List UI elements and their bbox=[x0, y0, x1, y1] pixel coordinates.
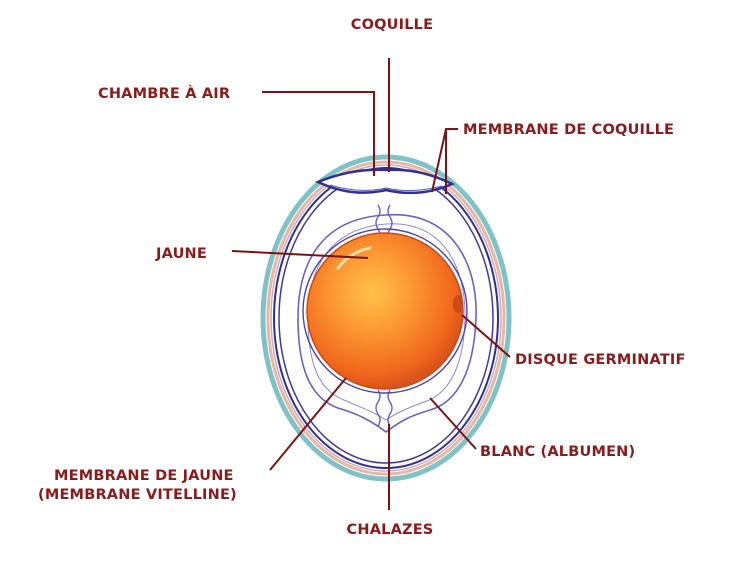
label-membrane-de-jaune-line2: (MEMBRANE VITELLINE) bbox=[38, 487, 237, 503]
label-jaune: JAUNE bbox=[155, 246, 207, 262]
germinal-disc bbox=[453, 295, 463, 313]
label-coquille: COQUILLE bbox=[351, 17, 433, 33]
label-chambre-a-air: CHAMBRE À AIR bbox=[98, 85, 230, 102]
label-chalazes: CHALAZES bbox=[347, 522, 434, 538]
label-membrane-de-coquille: MEMBRANE DE COQUILLE bbox=[463, 122, 674, 138]
label-disque-germinatif: DISQUE GERMINATIF bbox=[515, 352, 686, 368]
label-membrane-de-jaune-line1: MEMBRANE DE JAUNE bbox=[54, 468, 234, 484]
label-blanc: BLANC (ALBUMEN) bbox=[480, 444, 635, 460]
